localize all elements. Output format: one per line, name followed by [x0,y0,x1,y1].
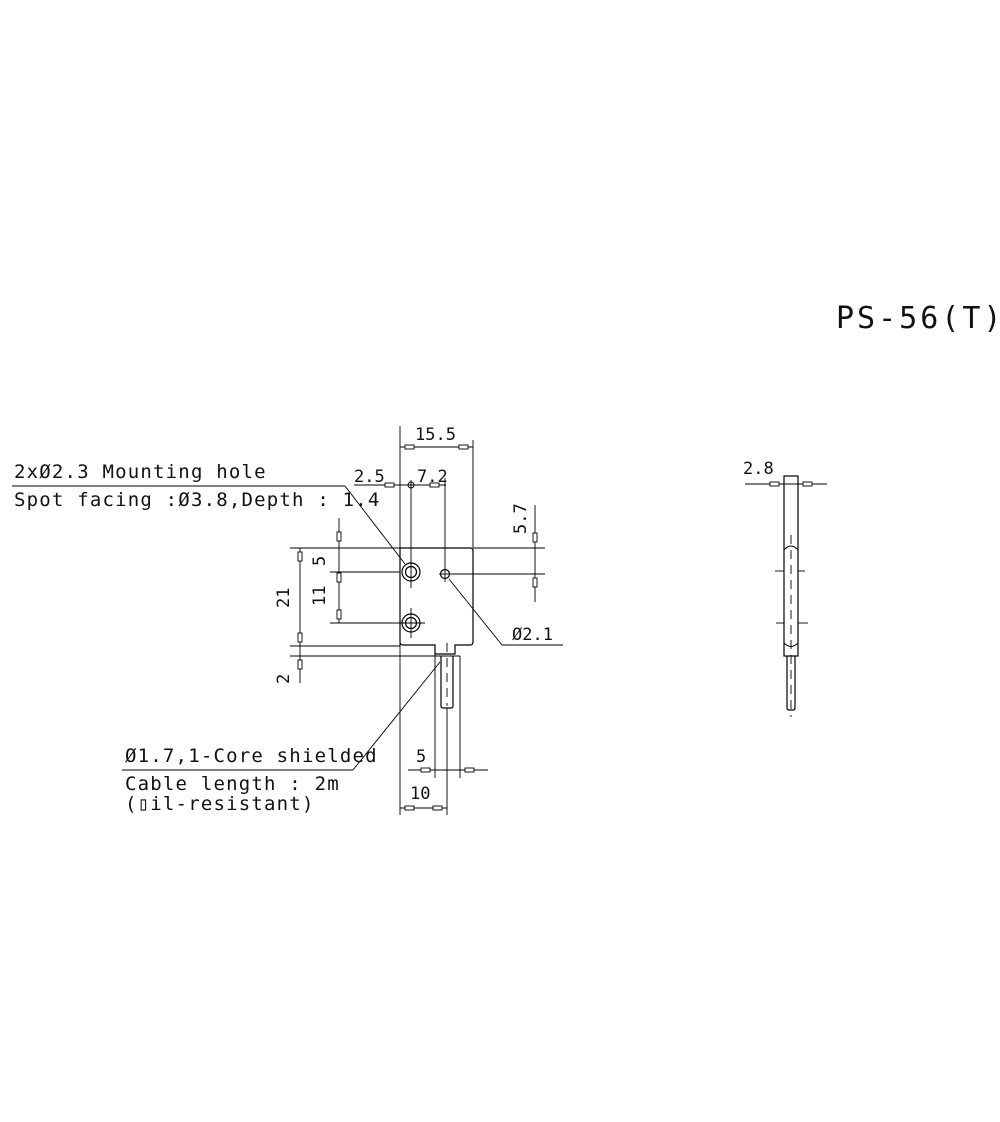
dim-cable-offset: 10 [410,784,430,804]
dim-height-total: 21 [274,588,294,608]
callout-cable-oil: (▯il-resistant) [125,793,315,815]
callout-mounting-hole: 2xØ2.3 Mounting hole [14,461,267,483]
dim-hole-offset-y-right: 5.7 [511,503,531,534]
dim-width-total: 15.5 [415,425,456,445]
dim-cable-step: 2 [274,674,294,684]
dim-cable-width: 5 [416,747,426,767]
callout-cable-length: Cable length : 2m [125,773,340,795]
dimension-lines [290,426,545,815]
dim-hole-offset-x: 2.5 [354,467,385,487]
callout-cable-type: Ø1.7,1-Core shielded [125,745,378,767]
dim-hole-offset-y-top: 5 [310,556,330,566]
cable-front [440,643,454,709]
dim-hole-pitch-x: 7.2 [417,467,448,487]
sensor-body-front [397,547,474,655]
dim-small-hole: Ø2.1 [512,625,553,645]
dim-side-thickness: 2.8 [743,459,774,479]
sensor-body-side [745,475,827,717]
leader-lines [12,485,563,771]
model-title: PS-56(T) [836,301,1000,336]
dim-hole-pitch-y: 11 [310,586,330,606]
callout-spot-facing: Spot facing :Ø3.8,Depth : 1.4 [14,489,381,511]
